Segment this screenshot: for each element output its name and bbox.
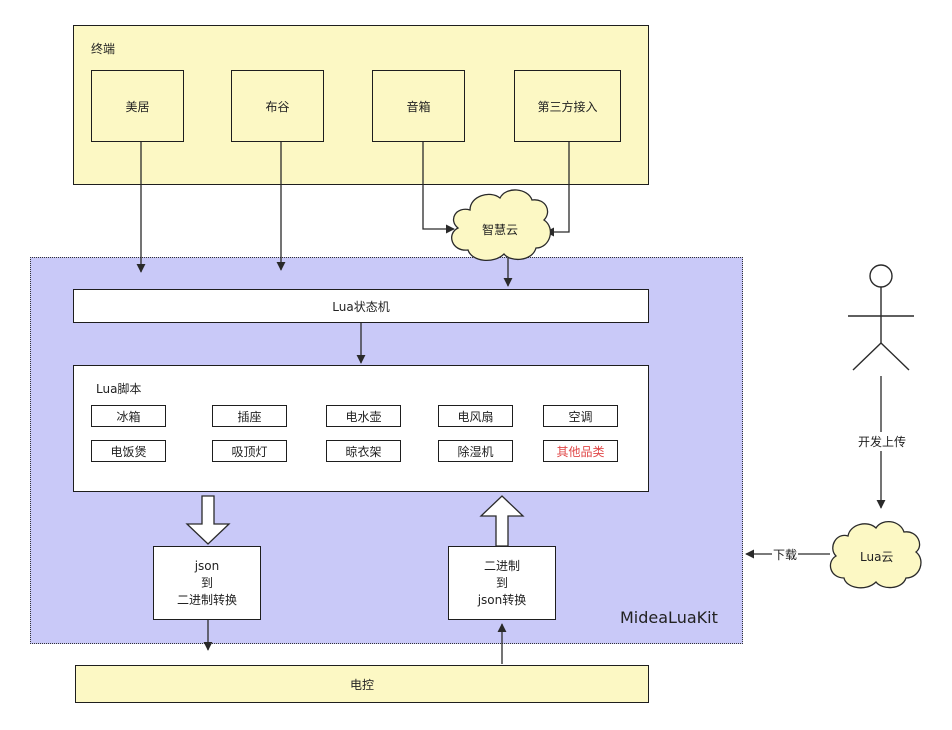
script-air-conditioner: 空调 <box>543 405 618 427</box>
binary-to-json-line2: 到 <box>495 575 508 590</box>
script-rice-cooker: 电饭煲 <box>91 440 166 462</box>
arrow-speaker-to-cloud <box>422 142 455 234</box>
binary-to-json-line3: json转换 <box>477 592 527 607</box>
json-to-binary-box: json 到 二进制转换 <box>153 546 261 620</box>
lua-scripts-box <box>73 365 649 492</box>
binary-to-json-box: 二进制 到 json转换 <box>448 546 556 620</box>
smart-cloud-label: 智慧云 <box>482 223 519 237</box>
lua-cloud-label: Lua云 <box>860 550 894 564</box>
terminal-title: 终端 <box>91 42 116 56</box>
json-to-binary-line3: 二进制转换 <box>176 592 237 607</box>
binary-to-json-line1: 二进制 <box>483 558 520 573</box>
upload-label: 开发上传 <box>856 432 909 451</box>
lua-state-machine: Lua状态机 <box>73 289 649 323</box>
terminal-meiju: 美居 <box>91 70 184 142</box>
electric-control: 电控 <box>75 665 649 703</box>
script-kettle: 电水壶 <box>326 405 401 427</box>
hollow-arrow-up <box>479 495 525 547</box>
script-clothes-rack: 晾衣架 <box>326 440 401 462</box>
smart-cloud-icon <box>451 189 552 261</box>
developer-person-icon <box>848 264 914 371</box>
script-fan: 电风扇 <box>438 405 513 427</box>
hollow-arrow-down <box>185 495 231 545</box>
terminal-bugu: 布谷 <box>231 70 324 142</box>
script-fridge: 冰箱 <box>91 405 166 427</box>
script-dehumidifier: 除湿机 <box>438 440 513 462</box>
lua-cloud-icon <box>829 521 922 589</box>
download-label: 下载 <box>772 546 799 563</box>
json-to-binary-line1: json <box>194 558 220 573</box>
arrow-third-party-to-cloud <box>545 142 570 237</box>
lua-scripts-title: Lua脚本 <box>96 382 142 396</box>
script-other-categories: 其他品类 <box>543 440 618 462</box>
kit-name: MideaLuaKit <box>620 608 718 627</box>
script-socket: 插座 <box>212 405 287 427</box>
script-ceiling-light: 吸顶灯 <box>212 440 287 462</box>
json-to-binary-line2: 到 <box>200 575 213 590</box>
terminal-speaker: 音箱 <box>372 70 465 142</box>
terminal-third-party: 第三方接入 <box>514 70 621 142</box>
